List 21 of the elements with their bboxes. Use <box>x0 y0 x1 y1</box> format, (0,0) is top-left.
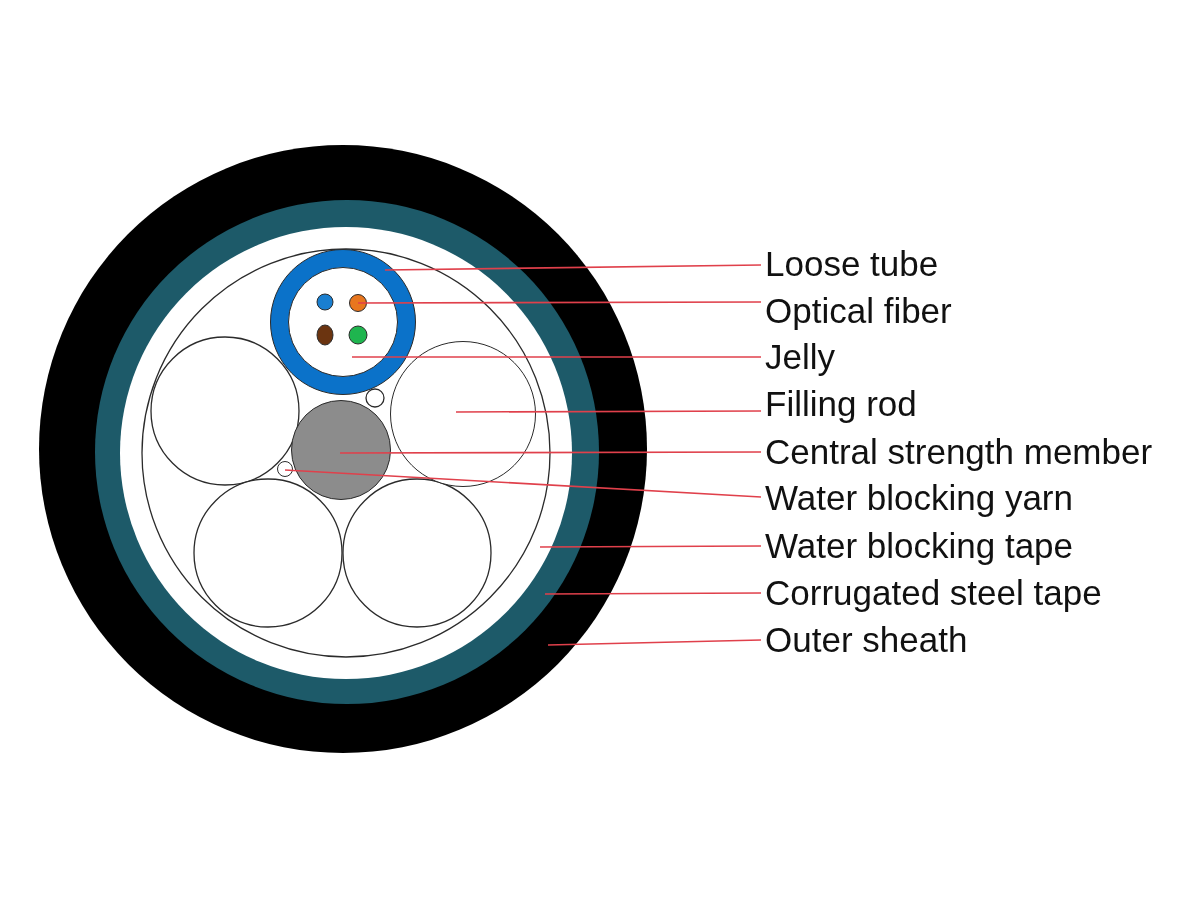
part-label: Central strength member <box>765 432 1153 472</box>
yarn-circle <box>277 461 293 477</box>
part-label: Loose tube <box>765 244 939 284</box>
leader-line <box>455 410 762 413</box>
part-label: Water blocking yarn <box>765 478 1073 518</box>
leader-line <box>547 639 762 646</box>
leader-line <box>339 451 762 454</box>
part-label: Outer sheath <box>765 620 968 660</box>
leader-line <box>544 592 762 595</box>
part-label: Water blocking tape <box>765 526 1074 566</box>
part-label: Optical fiber <box>765 291 952 331</box>
leader-line <box>539 545 762 548</box>
part-label: Jelly <box>765 337 836 377</box>
part-label: Filling rod <box>765 384 917 424</box>
part-label: Corrugated steel tape <box>765 573 1102 613</box>
leader-line <box>284 469 762 498</box>
leader-line <box>351 356 762 358</box>
leader-line <box>357 301 762 304</box>
fiber-dot-icon <box>349 294 367 312</box>
tube-interior <box>288 267 398 377</box>
leader-line <box>384 264 762 271</box>
